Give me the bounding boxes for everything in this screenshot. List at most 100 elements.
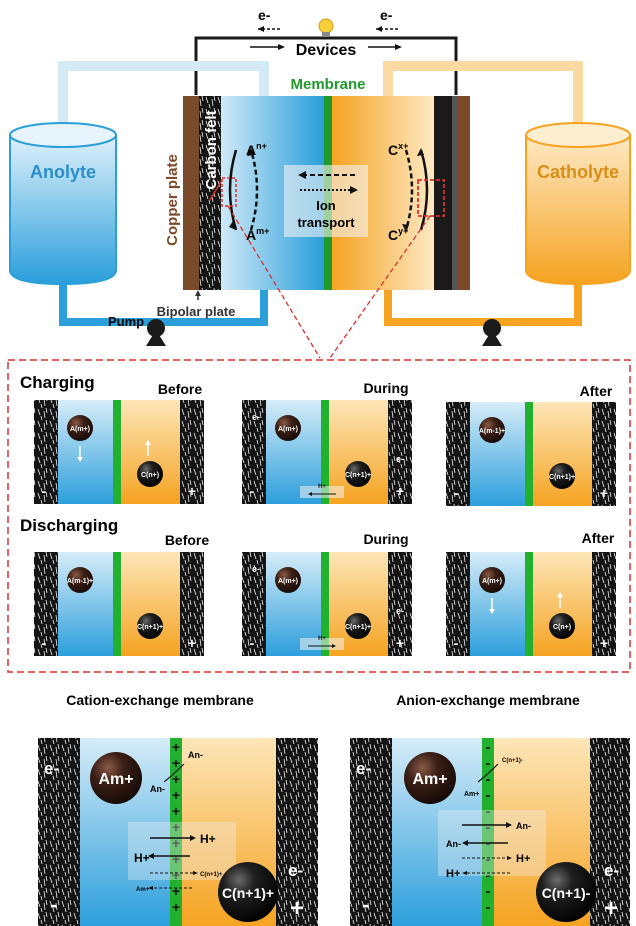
mini-a-label: A(m+) [482, 578, 502, 585]
discharging-during-label: During [363, 531, 408, 547]
devices-label: Devices [296, 42, 357, 59]
mini-a-ball [275, 567, 301, 593]
membrane-charge: + [172, 899, 180, 915]
catholyte-pipe-top [383, 61, 583, 125]
mini-e-left: e- [252, 564, 260, 574]
membrane-charge: + [172, 787, 180, 803]
bipolar-arrow [195, 290, 201, 296]
mini-cells: A(m+)C(n+)-+A(m+)C(n+1)+-+e-e-H+A(m-1)+C… [34, 400, 616, 656]
transport-label: transport [297, 215, 355, 230]
discharging-before-label: Before [165, 532, 210, 548]
charging-before-label: Before [158, 381, 203, 397]
membrane-charge: - [486, 771, 491, 787]
mini-h-label: H+ [318, 484, 326, 490]
mini-c-label: C(n+1)+ [549, 474, 575, 481]
membrane-charge: - [486, 883, 491, 899]
mini-a-label: A(m+) [278, 426, 298, 433]
mini-plus: + [396, 635, 404, 651]
anode-bottom-ion: Am+ [246, 226, 269, 243]
mini-catholyte [533, 552, 592, 656]
mini-e-left: e- [252, 412, 260, 422]
membrane-charge: - [486, 851, 491, 867]
mini-felt-left [34, 400, 58, 504]
anion-an-arrow-left [462, 840, 468, 846]
electron-right-label: e- [380, 7, 393, 23]
anion-cn1-small-top: C(n+1)- [502, 758, 523, 764]
copper-plate-label: Copper plate [164, 154, 181, 246]
anion-felt-right [590, 738, 630, 926]
discharging-after-label: After [582, 530, 615, 546]
mini-a-ball [275, 415, 301, 441]
carbon-felt-label: Carbon felt [203, 110, 220, 189]
cathode-zoom-box [417, 179, 445, 217]
mini-felt-left [34, 552, 58, 656]
anion-minus: - [362, 892, 369, 917]
anion-am-small-top: Am+ [464, 791, 479, 798]
mini-a-ball [67, 415, 93, 441]
anion-h-left: H+ [446, 868, 460, 880]
mini-cell-5: A(m+)C(n+1)+-+e-e-H+ [242, 552, 412, 656]
mini-h-label: H+ [318, 636, 326, 642]
anion-an-right: An- [516, 821, 531, 831]
cation-am-small: Am+ [136, 887, 150, 893]
mini-membrane [321, 400, 329, 504]
membrane-charge: + [172, 835, 180, 851]
cation-h-right: H+ [200, 832, 216, 846]
zoom-line-left [227, 205, 321, 359]
mini-minus: - [250, 483, 255, 499]
mini-membrane [113, 552, 121, 656]
mini-felt-left [446, 552, 470, 656]
cation-felt-right [276, 738, 318, 926]
mini-c-label: C(n+1)+ [345, 624, 371, 631]
anion-am-label: Am+ [412, 771, 447, 788]
mini-a-ball [479, 417, 505, 443]
mini-c-ball [137, 613, 163, 639]
membrane-charge: - [486, 755, 491, 771]
anion-h-right: H+ [516, 853, 530, 865]
mini-anolyte [470, 552, 525, 656]
copper-plate-left [183, 96, 199, 290]
charging-title: Charging [20, 373, 95, 392]
membrane-charge: - [486, 803, 491, 819]
mini-plus: + [396, 483, 404, 499]
mini-minus: - [42, 635, 47, 651]
cation-title: Cation-exchange membrane [66, 692, 254, 708]
detail-frame [7, 359, 631, 673]
membrane-charge: + [172, 771, 180, 787]
cation-cn1-label: C(n+1)+ [222, 885, 274, 901]
mini-plus: + [188, 483, 196, 499]
mini-felt-left [242, 552, 266, 656]
membrane-charge: - [486, 819, 491, 835]
mini-minus: - [42, 483, 47, 499]
anion-cn1-ball [536, 862, 596, 922]
cation-minus: - [50, 892, 57, 917]
pump-label: Pump [108, 314, 144, 329]
mini-a-label: A(m+) [278, 578, 298, 585]
pump-left-icon [146, 319, 166, 346]
anion-cn1-label: C(n+1)- [542, 885, 591, 901]
mini-c-label: C(n+1)+ [137, 624, 163, 631]
mini-cell-1: A(m+)C(n+)-+ [34, 400, 204, 504]
catholyte-label: Catholyte [537, 162, 619, 182]
mini-c-ball [345, 461, 371, 487]
anion-felt-left [350, 738, 392, 926]
copper-plate-right [458, 96, 470, 290]
mini-minus: - [454, 635, 459, 651]
carbon-felt-left [199, 96, 221, 290]
anion-membrane [482, 738, 494, 926]
mini-catholyte [533, 402, 592, 506]
mini-membrane [525, 402, 533, 506]
bulb-icon [318, 18, 334, 37]
zoom-line-right [329, 215, 431, 359]
mini-membrane [321, 552, 329, 656]
anion-exchange-cell: ----------- Am+ C(n+1)- e- e- - + Am+ C(… [350, 738, 630, 926]
cation-membrane [170, 738, 182, 926]
cation-an-lower: An- [150, 784, 165, 794]
mini-c-label: C(n+) [553, 624, 571, 631]
anolyte-label: Anolyte [30, 162, 96, 182]
anode-zoom-box [221, 177, 237, 207]
mini-c-ball [137, 461, 163, 487]
membrane-charge: + [172, 867, 180, 883]
charging-after-label: After [580, 383, 613, 399]
mini-felt-right [592, 402, 616, 506]
